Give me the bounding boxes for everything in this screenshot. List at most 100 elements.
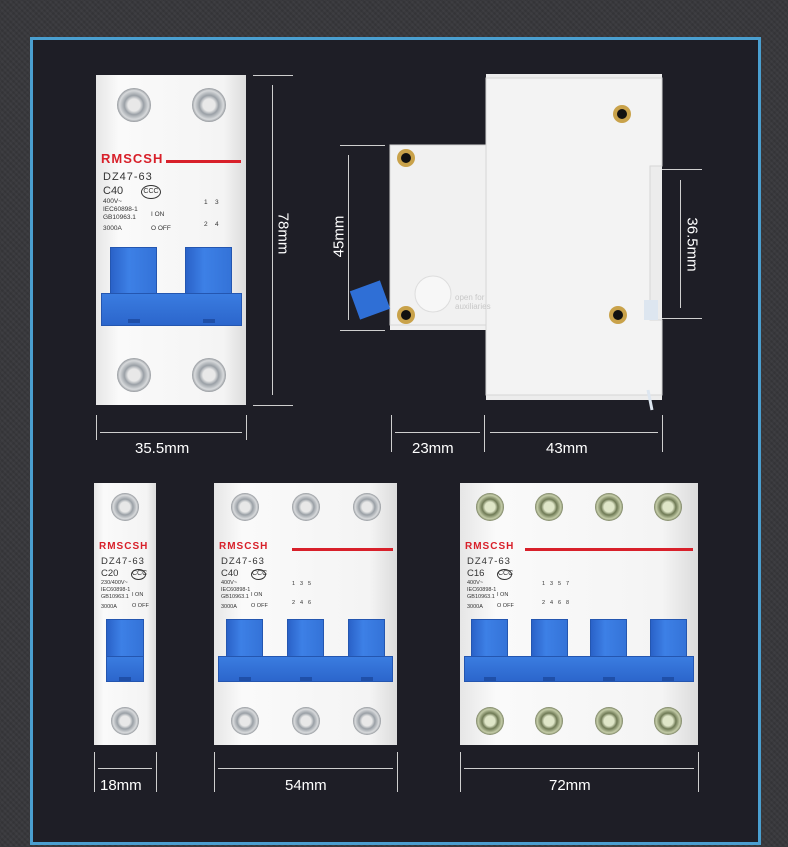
- terminal-screw-top: [594, 492, 623, 521]
- terminal-number-bottom: 2: [542, 599, 546, 606]
- model-number: DZ47-63: [221, 555, 265, 567]
- terminal-number-bottom: 2: [292, 599, 296, 606]
- handle-notch: [543, 676, 556, 681]
- terminal-number-bottom: 8: [566, 599, 570, 606]
- dim-line: [662, 169, 702, 170]
- terminal-number-bottom: 4: [550, 599, 554, 606]
- terminal-number-top: 1: [204, 198, 208, 206]
- model-number: DZ47-63: [103, 170, 153, 183]
- terminal-screw-top: [352, 492, 381, 521]
- dim-line: [348, 155, 349, 320]
- dim-line: [100, 432, 242, 433]
- terminal-screw-bottom: [230, 707, 259, 736]
- terminal-number-top: 7: [566, 580, 570, 587]
- handle-notch: [202, 319, 215, 324]
- standard-gb: GB10963.1: [103, 213, 136, 221]
- aux-label-line2: auxiliaries: [455, 301, 491, 311]
- brand-underline: [525, 547, 693, 551]
- terminal-number-bottom: 2: [204, 220, 208, 228]
- standard-iec: IEC60898-1: [467, 586, 497, 593]
- dim-side-body: 43mm: [546, 440, 588, 457]
- brand-logo: RMSCSH: [99, 540, 149, 552]
- current-rating: C20: [101, 567, 119, 579]
- ccc-mark: CCC: [141, 184, 161, 199]
- terminal-screw-top: [111, 492, 139, 521]
- terminal-screw-bottom: [535, 707, 564, 736]
- dim-line: [662, 318, 702, 319]
- ccc-mark: CCC: [497, 568, 513, 580]
- dim-line: [272, 85, 273, 395]
- toggle-bar: [463, 655, 695, 683]
- toggle-bar: [105, 655, 145, 683]
- voltage: 400V~: [221, 579, 238, 586]
- brand-underline: [292, 547, 393, 551]
- brand-logo: RMSCSH: [465, 540, 515, 552]
- dim-line: [218, 768, 393, 769]
- off-indicator: O OFF: [497, 602, 514, 609]
- on-indicator: I ON: [132, 591, 144, 598]
- dim-line: [96, 415, 97, 440]
- standard-iec: IEC60898-1: [221, 586, 251, 593]
- handle-notch: [119, 676, 131, 681]
- dim-line: [253, 405, 293, 406]
- standard-gb: GB10963.1: [101, 593, 129, 600]
- handle-notch: [483, 676, 496, 681]
- terminal-number-top: 5: [558, 580, 562, 587]
- handle-notch: [127, 319, 140, 324]
- terminal-number-top: 1: [292, 580, 296, 587]
- breaking-capacity: 3000A: [103, 224, 122, 232]
- terminal-number-bottom: 6: [308, 599, 312, 606]
- dim-line: [698, 752, 699, 792]
- terminal-screw-bottom: [594, 707, 623, 736]
- current-rating: C40: [103, 184, 124, 197]
- dim-2p-height: 78mm: [274, 212, 292, 255]
- terminal-screw-bottom: [111, 707, 139, 736]
- off-indicator: O OFF: [251, 602, 268, 609]
- dim-3p-width: 54mm: [285, 777, 327, 794]
- on-indicator: I ON: [251, 591, 263, 598]
- standard-iec: IEC60898-1: [103, 205, 138, 213]
- handle-notch: [662, 676, 675, 681]
- terminal-screw-bottom: [654, 707, 683, 736]
- dim-side-height: 45mm: [330, 215, 348, 258]
- dim-line: [94, 752, 95, 792]
- dim-line: [214, 752, 215, 792]
- breaking-capacity: 3000A: [467, 603, 483, 610]
- dim-line: [397, 752, 398, 792]
- breaking-capacity: 3000A: [101, 603, 117, 610]
- terminal-number-top: 5: [308, 580, 312, 587]
- current-rating: C40: [221, 567, 239, 579]
- brand-logo: RMSCSH: [101, 150, 164, 166]
- on-indicator: I ON: [151, 210, 165, 218]
- dim-line: [460, 752, 461, 792]
- standard-iec: IEC60898-1: [101, 586, 131, 593]
- dim-line: [253, 75, 293, 76]
- voltage: 400V~: [103, 197, 122, 205]
- terminal-screw-top: [191, 87, 226, 122]
- dim-line: [680, 180, 681, 308]
- dim-4p-width: 72mm: [549, 777, 591, 794]
- handle-notch: [602, 676, 615, 681]
- dim-line: [490, 432, 658, 433]
- dim-side-front: 23mm: [412, 440, 454, 457]
- terminal-screw-top: [475, 492, 504, 521]
- dim-line: [246, 415, 247, 440]
- aux-label-line1: open for: [455, 293, 485, 302]
- dim-line: [395, 432, 480, 433]
- terminal-screw-top: [654, 492, 683, 521]
- dim-side-rail: 36.5mm: [683, 217, 701, 272]
- off-indicator: O OFF: [151, 224, 171, 232]
- terminal-screw-bottom: [191, 358, 226, 393]
- terminal-number-top: 3: [300, 580, 304, 587]
- terminal-screw-top: [535, 492, 564, 521]
- handle-notch: [238, 676, 251, 681]
- brand-underline: [166, 159, 241, 163]
- terminal-screw-top: [291, 492, 320, 521]
- terminal-number-top: 3: [550, 580, 554, 587]
- terminal-number-top: 3: [215, 198, 219, 206]
- ccc-mark: CCC: [131, 568, 147, 580]
